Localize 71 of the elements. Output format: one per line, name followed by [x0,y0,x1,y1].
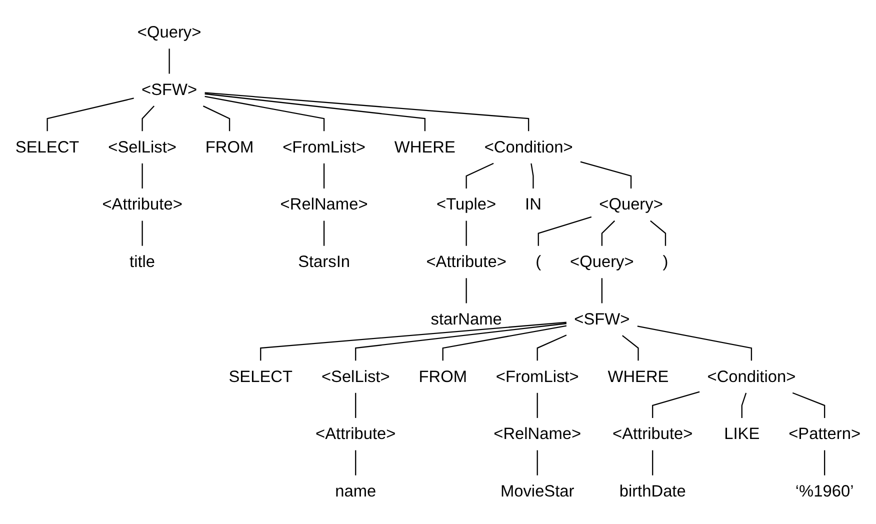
connector [637,326,752,361]
connector [792,392,826,418]
node-text: <SFW> [574,310,630,328]
node-text: <Query> [570,252,634,271]
node-text: ) [662,252,668,271]
connector [601,220,616,246]
connector [323,220,325,246]
node-text: FROM [418,367,467,386]
connector [355,322,566,361]
node-text: <SelList> [321,367,390,386]
node-text: <Query> [599,195,663,214]
connector [466,278,467,304]
connector [824,450,826,476]
connector [355,450,356,476]
connector [204,92,530,132]
node-text: <Tuple> [436,195,496,214]
connector [466,220,467,246]
connector [536,450,538,476]
node-text: StarsIn [298,252,350,271]
connector [741,392,747,418]
connector [652,391,700,418]
connector [323,163,325,188]
node-text: name [335,482,376,500]
node-text: <Attribute> [102,195,182,214]
connector [538,216,592,246]
connector [142,163,143,188]
connector [601,278,603,304]
node-text: birthDate [619,482,686,500]
node-text: ( [536,252,542,271]
node-text: <Attribute> [316,424,396,444]
connector [442,325,567,361]
connector [204,96,325,132]
node-text: ‘%1960’ [795,482,854,500]
connector [260,322,566,361]
connector [650,220,666,246]
connector [168,48,170,74]
node-text: FROM [205,138,254,156]
node-text: SELECT [228,367,293,386]
connector [580,161,632,188]
node-text: <SFW> [142,80,198,99]
node-text: <FromList> [496,367,579,386]
connector [530,163,534,188]
connector [536,392,538,418]
node-text: <SelList> [108,138,176,156]
connector [46,98,134,132]
node-text: <Pattern> [788,424,861,444]
node-text: <FromList> [282,138,366,156]
node-text: WHERE [394,138,456,156]
connector [204,93,426,132]
node-text: starName [430,310,502,328]
node-text: title [130,252,156,271]
node-text: <Condition> [707,367,796,386]
node-text: <RelName> [280,195,368,214]
node-text: MovieStar [500,482,574,500]
connector [622,335,639,361]
node-text: <RelName> [494,424,582,444]
connector [355,392,356,418]
connector [142,220,143,246]
node-text: SELECT [15,138,80,156]
connector [652,450,654,476]
connector [536,334,567,361]
connector [202,106,230,132]
connector [466,162,494,188]
node-text: IN [525,195,542,214]
node-text: WHERE [608,367,669,386]
node-text: <Condition> [484,138,573,156]
node-text: LIKE [724,424,760,444]
node-text: <Query> [137,23,202,42]
node-text: <Attribute> [612,424,693,444]
connector [142,106,155,132]
node-text: <Attribute> [426,252,506,271]
